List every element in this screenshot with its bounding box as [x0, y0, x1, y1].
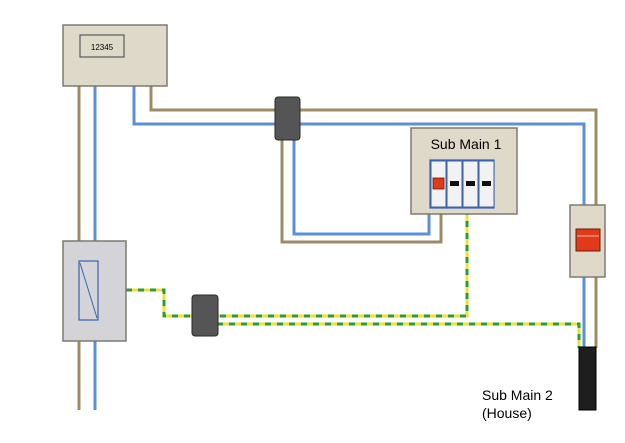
breaker-1-toggle — [450, 181, 459, 186]
sub-main-2-label-line1: Sub Main 2 — [482, 387, 553, 403]
sub-main-1-label: Sub Main 1 — [431, 136, 502, 152]
neutral-branch-sub-main-1 — [292, 140, 431, 236]
neutral-feed-to-submains — [132, 86, 586, 205]
sub-main-2-cable — [578, 346, 597, 411]
junction-box-lower — [191, 294, 219, 337]
meter-display — [79, 34, 125, 58]
live-feed-to-submains — [149, 86, 598, 205]
isolator-switch-blade — [79, 262, 98, 319]
sub-main-2-breaker — [575, 228, 601, 252]
breaker-2-toggle — [466, 181, 475, 186]
breaker-3-toggle — [482, 181, 491, 186]
live-branch-sub-main-1 — [280, 140, 443, 244]
meter-reading: 12345 — [91, 43, 114, 52]
junction-box-upper — [274, 96, 301, 141]
sub-main-1-breakers — [430, 160, 495, 208]
sub-main-2-label-line2: (House) — [482, 405, 532, 421]
earth-conductor — [126, 214, 581, 348]
breaker-main-toggle — [432, 177, 445, 190]
